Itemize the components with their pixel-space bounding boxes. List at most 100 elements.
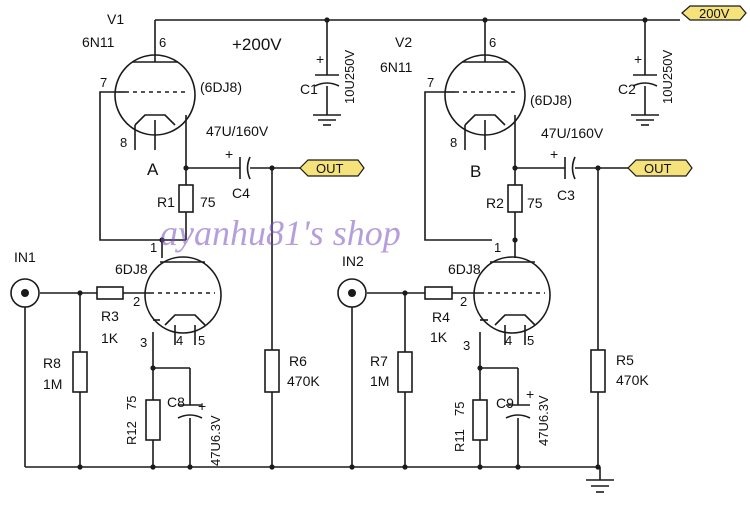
polarity-mark: +: [225, 146, 233, 162]
junction-dot: [269, 464, 275, 470]
label-c8-value: 47U6.3V: [208, 415, 223, 466]
label-r4-ref: R4: [432, 309, 450, 325]
input-connectors: [10, 278, 367, 308]
ground-symbol: [313, 114, 341, 126]
label-r11-value: 75: [452, 402, 467, 416]
resistor-r4: [424, 286, 453, 300]
tube-lower-2: [473, 256, 551, 345]
watermark-text: ayanhu81's shop: [160, 213, 401, 253]
junction-dot: [477, 464, 483, 470]
pin-label: 4: [176, 333, 183, 348]
wire-v2-grid: [424, 91, 492, 241]
label-v1-type: 6N11: [82, 34, 115, 50]
label-r1-value: 75: [200, 194, 216, 210]
pin-label: 2: [133, 294, 140, 309]
pin-label: 5: [198, 333, 205, 348]
label-tri-a: A: [147, 160, 159, 179]
pin-label: 1: [494, 240, 501, 255]
pin-label: 3: [140, 335, 147, 350]
tube-v1: [114, 54, 196, 150]
junction-dot: [324, 17, 330, 23]
tube-v2: [444, 54, 526, 150]
junction-dot: [77, 464, 83, 470]
wires: [24, 19, 680, 480]
label-in1: IN1: [14, 249, 36, 265]
pin-label: 2: [460, 294, 467, 309]
junction-dot: [595, 464, 601, 470]
junction-dot: [512, 237, 518, 243]
label-v1-alt: (6DJ8): [200, 79, 242, 95]
label-c4-value: 47U/160V: [206, 123, 269, 139]
label-v2-type: 6N11: [380, 59, 413, 75]
labels: V1 6N11 (6DJ8) +200V V2 6N11 (6DJ8) A B …: [14, 11, 675, 466]
label-r6-ref: R6: [289, 353, 307, 369]
junction-dot: [642, 17, 648, 23]
in1-jack: [10, 278, 40, 308]
label-tri-b: B: [470, 162, 481, 181]
ground-symbol: [586, 479, 614, 493]
label-c1-value: 10U250V: [342, 49, 357, 104]
junction-dot: [595, 165, 601, 171]
in1-jack-pin: [21, 289, 29, 297]
label-v2-alt: (6DJ8): [530, 92, 572, 108]
label-r11-ref: R11: [452, 429, 467, 452]
label-r12-ref: R12: [124, 421, 139, 445]
resistor-r7: [397, 351, 413, 393]
label-r1-ref: R1: [157, 194, 175, 210]
pin-label: 8: [450, 135, 457, 150]
label-r3-ref: R3: [101, 308, 119, 324]
resistor-r5: [590, 349, 606, 393]
polarity-mark: +: [198, 398, 206, 414]
junctions: [77, 17, 648, 470]
junction-dot: [269, 165, 275, 171]
rail-tag-text: 200V: [699, 6, 730, 21]
label-r8-ref: R8: [43, 355, 61, 371]
pin-label: 4: [505, 333, 512, 348]
net-tags: 200V OUT OUT: [299, 5, 747, 177]
label-supply: +200V: [232, 35, 282, 54]
junction-dot: [349, 464, 355, 470]
resistor-r1: [178, 184, 194, 213]
junction-dot: [150, 365, 156, 371]
label-v2: V2: [395, 34, 412, 50]
out-tag-2: [627, 159, 693, 177]
label-r2-ref: R2: [486, 195, 504, 211]
resistor-r6: [264, 349, 280, 393]
out-tag-1-text: OUT: [316, 161, 344, 176]
polarity-mark: +: [526, 386, 534, 402]
label-c4-ref: C4: [232, 185, 250, 201]
pin-label: 6: [159, 35, 166, 50]
capacitors: [177, 74, 658, 419]
junction-dot: [187, 464, 193, 470]
pin-label: 1: [150, 240, 157, 255]
label-in2: IN2: [342, 253, 364, 269]
junction-dot: [159, 237, 165, 243]
junction-dot: [515, 464, 521, 470]
label-r12-value: 75: [124, 396, 139, 410]
in2-jack-pin: [348, 289, 356, 297]
label-c1-ref: C1: [300, 81, 318, 97]
label-c2-ref: C2: [618, 81, 636, 97]
label-r7-ref: R7: [370, 353, 388, 369]
label-r5-ref: R5: [616, 352, 634, 368]
pin-label: 5: [527, 333, 534, 348]
pin-label: 3: [463, 338, 470, 353]
ground-symbol: [631, 114, 659, 126]
polarity-mark: +: [550, 146, 558, 162]
junction-dot: [477, 365, 483, 371]
resistor-r8: [72, 351, 88, 393]
label-c8-ref: C8: [167, 394, 185, 410]
junction-dot: [512, 165, 518, 171]
junction-dot: [183, 165, 189, 171]
junction-dot: [482, 17, 488, 23]
resistor-r12: [145, 399, 161, 441]
junction-dot: [150, 464, 156, 470]
label-r8-value: 1M: [43, 376, 62, 392]
label-c9-value: 47U6.3V: [536, 395, 551, 446]
polarity-mark: +: [634, 51, 642, 67]
resistor-r2: [507, 184, 523, 213]
rail-tag: [681, 5, 747, 21]
pin-label: 7: [427, 75, 434, 90]
